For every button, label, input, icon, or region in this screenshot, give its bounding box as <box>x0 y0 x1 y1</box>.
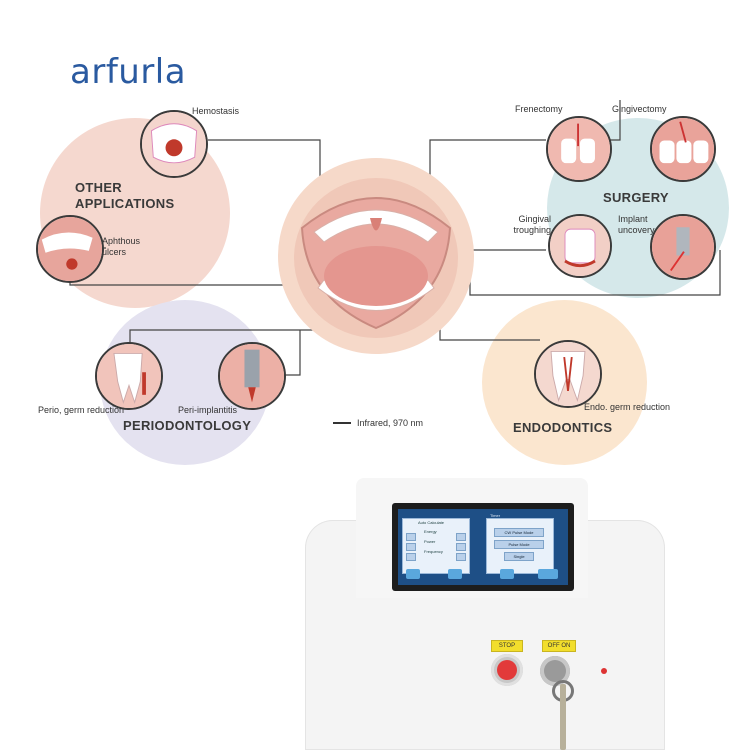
category-surgery: SURGERY <box>603 190 669 205</box>
single-mode-button[interactable]: Single <box>504 552 534 561</box>
pulse-mode-button[interactable]: Pulse Mode <box>494 540 544 549</box>
perio-germ-reduction-image <box>95 342 163 410</box>
cw-pulse-mode-button[interactable]: CW Pulse Mode <box>494 528 544 537</box>
timer-label: Timer <box>490 513 501 518</box>
hemostasis-image <box>140 110 208 178</box>
label-gingival-troughing: Gingival troughing <box>513 214 551 235</box>
category-periodontology: PERIODONTOLOGY <box>123 418 252 433</box>
label-perio-germ-reduction: Perio, germ reduction <box>38 405 125 415</box>
category-endodontics: ENDODONTICS <box>513 420 613 435</box>
power-led <box>601 668 607 674</box>
auto-calculate-title: Auto Calculate <box>418 520 445 525</box>
power-increase-button[interactable] <box>456 543 466 551</box>
wavelength-legend: Infrared, 970 nm <box>333 418 423 428</box>
label-frenectomy: Frenectomy <box>515 104 563 114</box>
emergency-stop-button[interactable] <box>491 654 523 686</box>
screen-home-button[interactable] <box>406 569 420 579</box>
open-mouth-graphic <box>294 178 458 338</box>
peri-implantitis-image <box>218 342 286 410</box>
energy-label: Energy <box>424 529 437 534</box>
energy-decrease-button[interactable] <box>406 533 416 541</box>
legend-text: Infrared, 970 nm <box>357 418 424 428</box>
implant-uncovery-image <box>650 214 716 280</box>
legend-line-swatch <box>333 422 351 424</box>
screen-settings-button[interactable] <box>448 569 462 579</box>
mouth-illustration <box>278 158 474 354</box>
label-implant-uncovery: Implant uncovery <box>618 214 655 235</box>
aphthous-ulcers-image <box>36 215 104 283</box>
gingivectomy-image <box>650 116 716 182</box>
power-decrease-button[interactable] <box>406 543 416 551</box>
key-switch-tag: OFF ON <box>542 640 576 652</box>
power-label: Power <box>424 539 436 544</box>
label-gingivectomy: Gingivectomy <box>612 104 667 114</box>
label-endo-germ-reduction: Endo. germ reduction <box>584 402 671 412</box>
stop-tag: STOP <box>491 640 523 652</box>
stop-button-cap <box>497 660 517 680</box>
label-hemostasis: Hemostasis <box>192 106 240 116</box>
label-peri-implantitis: Peri-implantitis <box>178 405 238 415</box>
frequency-label: Frequency <box>424 549 443 554</box>
label-aphthous-ulcers: Aphthous ulcers <box>102 236 141 257</box>
frequency-decrease-button[interactable] <box>406 553 416 561</box>
endo-germ-reduction-image <box>534 340 602 408</box>
category-other-applications: OTHER APPLICATIONS <box>75 180 175 211</box>
energy-increase-button[interactable] <box>456 533 466 541</box>
frequency-increase-button[interactable] <box>456 553 466 561</box>
gingival-troughing-image <box>548 214 612 278</box>
brand-logo: arfurla <box>70 52 187 92</box>
screen-back-button[interactable] <box>500 569 514 579</box>
frenectomy-image <box>546 116 612 182</box>
key-icon <box>560 684 566 750</box>
screen-standby-button[interactable] <box>538 569 558 579</box>
